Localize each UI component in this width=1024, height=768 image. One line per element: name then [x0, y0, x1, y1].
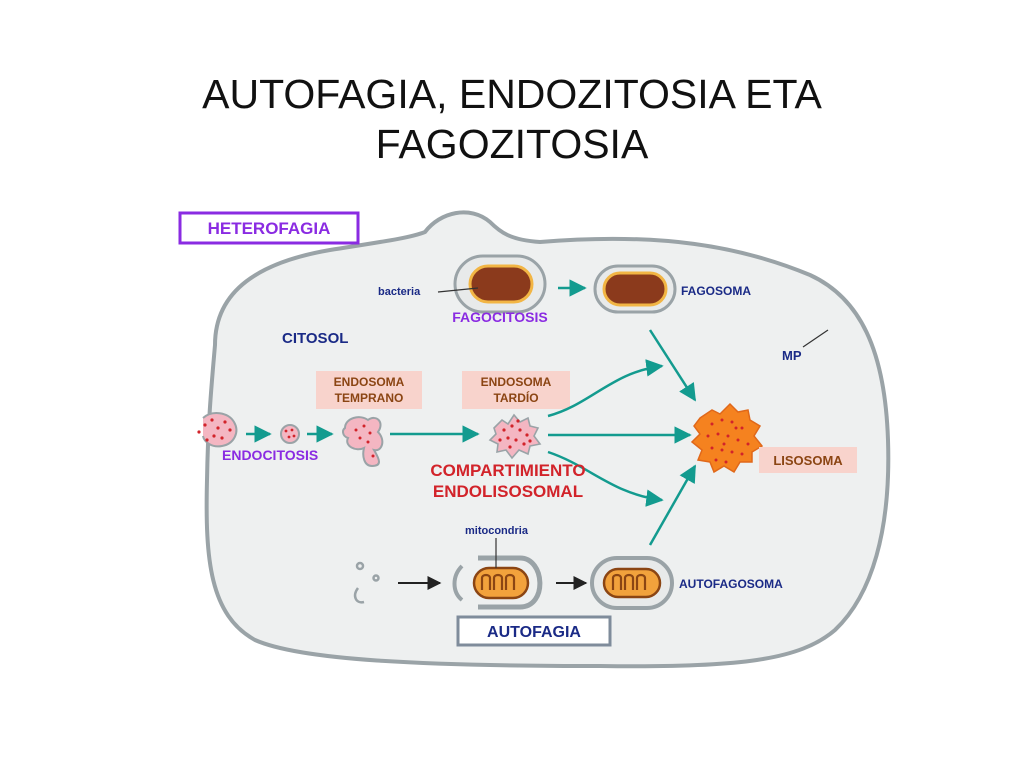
arrow-fan-down [547, 450, 664, 507]
endosoma-tardio [488, 413, 542, 460]
autofagia-label: AUTOFAGIA [487, 624, 581, 641]
compartimiento-line-1: COMPARTIMIENTO [430, 461, 585, 480]
phagophore [452, 564, 464, 602]
cell-membrane [204, 210, 891, 669]
bacteria-label: bacteria [378, 286, 421, 298]
autofagia-box [456, 615, 612, 647]
endosoma-temprano-line-1: ENDOSOMA [334, 375, 405, 389]
lisosoma-label: LISOSOMA [773, 453, 843, 468]
lisosoma-particles [706, 418, 750, 464]
endosoma-tardio-particles [498, 419, 532, 449]
fagosoma-label: FAGOSOMA [681, 284, 751, 298]
mp-label: MP [782, 348, 802, 363]
endosoma-tardio-box [462, 371, 570, 409]
endocytic-vesicle [280, 424, 300, 444]
endosoma-temprano-line-2: TEMPRANO [335, 391, 404, 405]
slide-title-line-2: FAGOZITOSIA [375, 121, 649, 168]
cytosolic-debris [353, 561, 380, 604]
bacteria-pointer [437, 287, 479, 293]
arrow-fagosoma-to-lisosoma [648, 329, 697, 402]
mitochondria-1-cristae [480, 573, 516, 590]
arrow-fan-up [547, 359, 664, 418]
heterofagia-label: HETEROFAGIA [208, 219, 331, 238]
heterofagia-box [178, 211, 360, 245]
slide-title-line-1: AUTOFAGIA, ENDOZITOSIA ETA [202, 71, 822, 118]
endosoma-tardio-line-1: ENDOSOMA [481, 375, 552, 389]
autofagosoma-label: AUTOFAGOSOMA [679, 577, 783, 591]
endosoma-temprano-particles [354, 424, 375, 458]
vesicle-particles [284, 428, 296, 439]
mitochondria-2-cristae [611, 573, 647, 590]
endosoma-tardio-line-2: TARDÍO [493, 390, 538, 405]
fagosoma-content [602, 271, 668, 307]
mitocondria-label: mitocondria [465, 525, 529, 537]
endosoma-temprano-box [316, 371, 422, 409]
phagophore-cup [478, 555, 543, 610]
arrow-autofagosoma-to-lisosoma [648, 464, 697, 546]
endosoma-temprano [342, 416, 384, 468]
lisosoma [690, 402, 764, 474]
slide-title: AUTOFAGIA, ENDOZITOSIA ETA FAGOZITOSIA [0, 69, 1024, 169]
fagocitosis-label: FAGOCITOSIS [452, 309, 547, 325]
bacteria [468, 264, 534, 304]
lisosoma-box [759, 447, 857, 473]
citosol-label: CITOSOL [282, 330, 348, 347]
endocytosed-particles [197, 418, 232, 442]
compartimiento-line-2: ENDOLISOSOMAL [433, 482, 583, 501]
mp-pointer [802, 329, 829, 348]
endocitosis-label: ENDOCITOSIS [222, 447, 318, 463]
